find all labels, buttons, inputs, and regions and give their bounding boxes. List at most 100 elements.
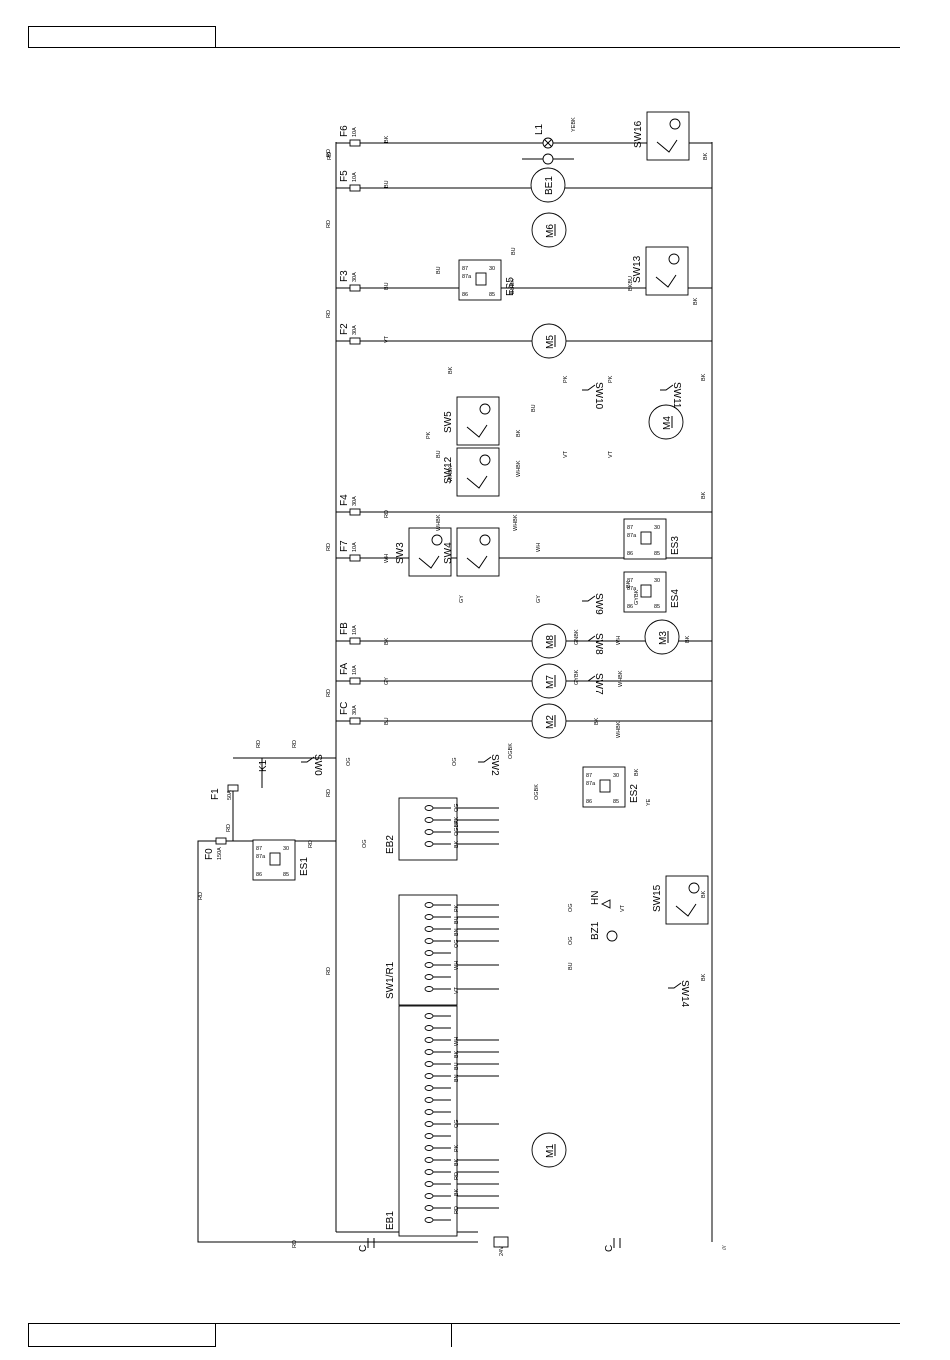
relay-pin-label: 30 [654,578,660,584]
fuse-rating: 10A [352,665,358,675]
wire-label: BK [626,580,632,588]
wire-label: BK [454,1050,460,1058]
inline-switch-label: SW9 [593,593,604,615]
wire-label: WH [454,961,460,970]
connector-pin [424,1049,434,1055]
capacitor-c [613,1238,621,1248]
relay-pin-label: 87a [627,533,637,539]
motor-m3 [644,619,680,655]
connector-pin [424,1181,434,1187]
connector-pin [424,1145,434,1151]
inline-switch-label: SW7 [593,673,604,695]
wire-label: WHBK [448,465,454,482]
fuse-label: F7 [339,540,350,552]
connector-pin [424,1133,434,1139]
wire-label: BU [384,180,390,188]
connector-pin [424,1025,434,1031]
connector-pin [424,1205,434,1211]
relay-pin-label: 85 [489,292,495,298]
wire-label: PK [563,375,569,383]
connector-pin [424,1157,434,1163]
relay-pin-label: 30 [489,266,495,272]
fuse-f1-rating: 50A [227,790,233,800]
wire-label: BK [701,973,707,981]
switch-contact [656,139,678,153]
inline-switch-label: SW10 [593,382,604,410]
connector-pin [424,1109,434,1115]
wire-label: GY [536,595,542,603]
wire-label: WHBK [513,514,519,531]
connector-pin [424,962,434,968]
switch-contact [466,475,488,489]
wire-label: RD [256,740,262,748]
wire-label: GYBK [634,589,640,605]
wire-label: WH [454,1037,460,1046]
wire-label: BKBU [628,276,634,291]
relay-coil [475,272,487,286]
wire-label: WHBK [516,460,522,477]
switch-box-sw3 [408,527,452,577]
inline-switch-sw8 [582,635,596,642]
buzzer-bz1 [606,930,618,942]
fuse-f6 [349,139,361,147]
wire-label: PK [454,904,460,912]
relay-pin-label: 85 [654,604,660,610]
main-return-wire [197,840,478,1243]
buzzer-label: BZ1 [590,921,601,940]
relay-pin-label: 86 [627,604,633,610]
fuse-f1-label: F1 [210,788,221,800]
wire-label: BK [454,1158,460,1166]
wire-label: OG [568,903,574,912]
inline-switch-sw14 [668,982,682,989]
relay-pin-label: 87 [256,846,262,852]
motor-label: M1 [545,1144,556,1158]
switch-label: SW5 [443,411,454,433]
switch-box-sw13 [645,246,689,296]
motor-label: M6 [545,224,556,238]
relay-pin-label: 87 [627,578,633,584]
switch-lamp [479,403,491,415]
switch-contact [466,424,488,438]
wire-label: WH [536,543,542,552]
wire-label: VT [454,986,460,994]
motor-label: M7 [545,675,556,689]
fuse-f1 [227,784,239,792]
wire-label: VT [620,904,626,912]
capacitor-label: C [604,1245,615,1252]
connector-pin [424,1073,434,1079]
relay-pin-label: 85 [283,872,289,878]
inline-switch-label: SW8 [593,633,604,655]
switch-lamp [479,454,491,466]
connector-pin [424,805,434,811]
relay-pin-label: 86 [627,551,633,557]
relay-label: ES3 [670,536,681,555]
fuse-rating: 10A [352,127,358,137]
wire-label: OG [454,803,460,812]
wire-label: GY [459,595,465,603]
lamp-label: L1 [534,123,545,135]
fuse-label: FB [339,622,350,635]
motor-label: M4 [662,416,673,430]
relay-pin-label: 30 [613,773,619,779]
wire-label: BUBK [510,279,516,294]
beacon-lamp [542,153,554,165]
fuse-rating: 30A [352,272,358,282]
relay-coil [640,531,652,545]
switch-box-sw15 [665,875,709,925]
inline-switch-label: SW2 [489,754,500,776]
switch-contact [418,555,440,569]
wire-label: OGBK [508,743,514,759]
battery-label: 24V [499,1246,505,1256]
fuse-f5 [349,184,361,192]
switch-contact [675,903,697,917]
fuse-rating: 10A [352,172,358,182]
fuse-rating: 10A [352,542,358,552]
connector-pin [424,1085,434,1091]
fuse-label: F5 [339,170,350,182]
wire-label: BK [634,768,640,776]
wire-label: RD [326,967,332,975]
connector-pin [424,938,434,944]
switch-label: SW15 [652,884,663,912]
relay-pin-label: 87a [462,274,472,280]
